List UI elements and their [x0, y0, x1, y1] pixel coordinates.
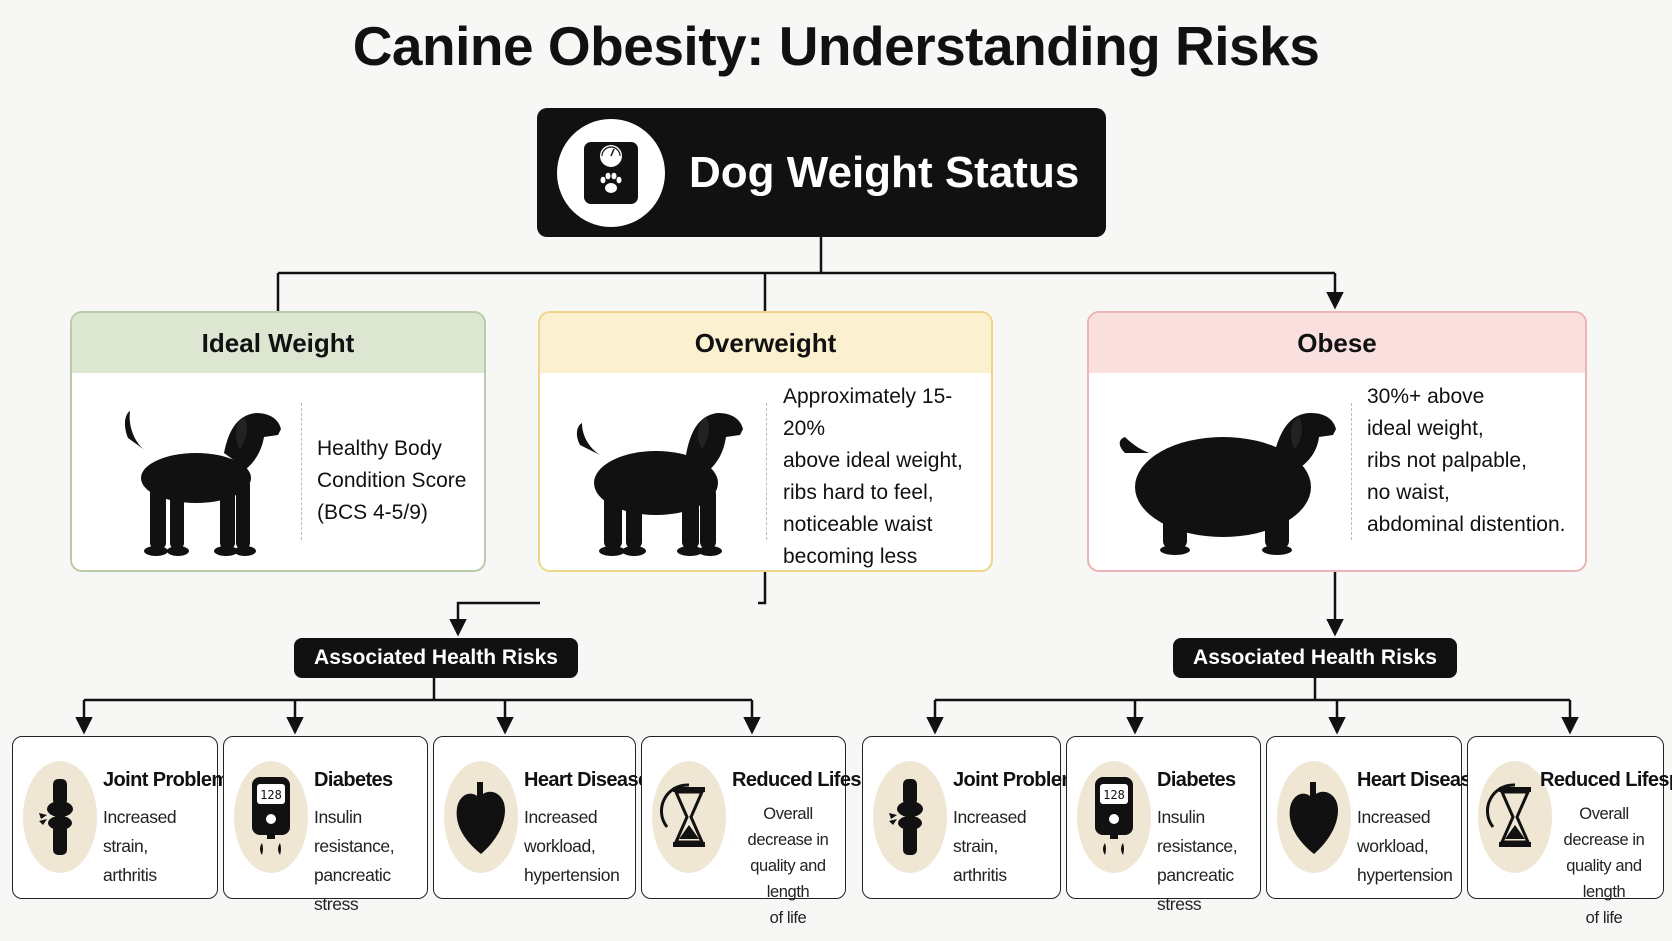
category-title: Ideal Weight — [72, 313, 484, 373]
risk-title: Joint Problems — [953, 769, 1090, 791]
risk-desc-line: Increased workload, — [1357, 807, 1431, 856]
root-label: Dog Weight Status — [689, 147, 1080, 197]
risk-card-diabetes: 128 Diabetes Insulin resistance, pancreat… — [223, 736, 428, 914]
risk-desc-line: Insulin resistance, — [1157, 807, 1238, 856]
risk-desc-line: Increased workload, — [524, 807, 598, 856]
risk-desc-line: of life — [769, 909, 807, 927]
risk-title: Reduced Lifespan — [1540, 769, 1672, 791]
category-desc-line: Approximately 15-20% — [783, 385, 953, 440]
dog-silhouette-icon — [1119, 413, 1336, 555]
risk-desc-line: quality and length — [750, 857, 826, 901]
risk-card-heart: Heart Disease Increased workload, hyperte… — [433, 736, 649, 899]
risk-title: Diabetes — [1157, 769, 1236, 791]
category-desc-line: (BCS 4-5/9) — [317, 501, 428, 524]
category-desc-line: ribs not palpable, — [1367, 449, 1527, 472]
risk-header-overweight: Associated Health Risks — [294, 638, 578, 678]
category-desc-line: noticeable waist — [783, 513, 933, 536]
category-title: Overweight — [540, 313, 991, 373]
risk-title: Diabetes — [314, 769, 393, 791]
risk-title: Joint Problems — [103, 769, 240, 791]
risk-card-heart: Heart Disease Increased workload, hyperte… — [1266, 736, 1482, 899]
joint-icon — [23, 761, 97, 873]
category-desc-line: ribs hard to feel, — [783, 481, 934, 504]
glucose-meter-icon: 128 — [1077, 761, 1151, 873]
risk-header-obese: Associated Health Risks — [1173, 638, 1457, 678]
category-desc-line: Healthy Body — [317, 437, 442, 460]
risk-desc-line: Increased strain, — [103, 807, 177, 856]
category-desc-line: above ideal weight, — [783, 449, 963, 472]
risk-desc-line: Overall decrease in — [747, 805, 829, 849]
risk-card-lifespan: Reduced Lifespan Overall decrease in qual… — [1467, 736, 1672, 927]
risk-desc-line: arthritis — [103, 865, 157, 885]
dog-silhouette-icon — [576, 413, 743, 556]
meter-reading: 128 — [260, 788, 282, 802]
heart-icon — [1277, 761, 1351, 873]
glucose-meter-icon: 128 — [234, 761, 308, 873]
scale-paw-icon — [557, 118, 665, 227]
risk-card-lifespan: Reduced Lifespan Overall decrease in qual… — [641, 736, 895, 927]
risk-desc-line: Overall decrease in — [1563, 805, 1645, 849]
risk-desc-line: of life — [1585, 909, 1623, 927]
heart-icon — [444, 761, 518, 873]
category-ideal-weight: Ideal Weight Healthy Body Condition Scor… — [70, 311, 486, 572]
category-desc-line: becoming less defined. — [783, 545, 918, 568]
risk-desc-line: pancreatic stress — [1157, 865, 1234, 914]
risk-desc-line: pancreatic stress — [314, 865, 391, 914]
category-desc-line: 30%+ above — [1367, 385, 1485, 408]
category-desc-line: abdominal distention. — [1367, 513, 1566, 536]
category-desc-line: ideal weight, — [1367, 417, 1484, 440]
risk-desc-line: Insulin resistance, — [314, 807, 395, 856]
risk-desc-line: Increased strain, — [953, 807, 1027, 856]
dog-silhouette-icon — [124, 411, 281, 556]
category-overweight: Overweight Approximately 15-20% above id… — [538, 311, 993, 572]
risk-title: Heart Disease — [1357, 769, 1482, 791]
meter-reading: 128 — [1103, 788, 1125, 802]
hourglass-icon — [652, 761, 726, 873]
risk-desc-line: quality and length — [1566, 857, 1642, 901]
category-desc-line: Condition Score — [317, 469, 467, 492]
risk-title: Heart Disease — [524, 769, 649, 791]
category-desc-line: no waist, — [1367, 481, 1450, 504]
joint-icon — [873, 761, 947, 873]
hourglass-icon — [1478, 761, 1552, 873]
category-obese: Obese 30%+ above ideal weight, ribs not … — [1087, 311, 1587, 572]
risk-desc-line: hypertension — [524, 865, 620, 885]
page-title: Canine Obesity: Understanding Risks — [352, 15, 1320, 77]
risk-title: Reduced Lifespan — [732, 769, 895, 791]
risk-card-diabetes: 128 Diabetes Insulin resistance, pancreat… — [1066, 736, 1261, 914]
category-title: Obese — [1089, 313, 1585, 373]
risk-desc-line: arthritis — [953, 865, 1007, 885]
risk-card-joint: Joint Problems Increased strain, arthriti… — [12, 736, 240, 899]
root-node: Dog Weight Status — [537, 108, 1106, 237]
risk-card-joint: Joint Problems Increased strain, arthriti… — [862, 736, 1090, 899]
risk-desc-line: hypertension — [1357, 865, 1453, 885]
